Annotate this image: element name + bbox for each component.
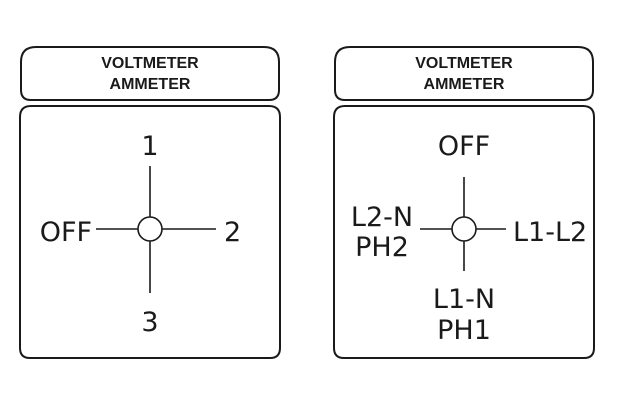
panel-2-position-left-line-2: PH2 — [355, 232, 409, 263]
panel-2-position-bottom-line-2: PH1 — [437, 315, 491, 346]
panel-1-position-left: OFF — [40, 217, 92, 248]
panel-2-position-top: OFF — [438, 131, 490, 162]
panel-1-header-plate — [20, 46, 280, 101]
panel-1-switch-knob — [137, 216, 163, 242]
panel-1-position-right: 2 — [224, 217, 241, 248]
panel-2-header-plate — [334, 46, 594, 101]
switch-panel-1: VOLTMETER AMMETER 1 OFF 2 3 — [19, 46, 281, 359]
panel-2-switch-knob — [451, 216, 477, 242]
panel-2-header-line-2: AMMETER — [424, 76, 505, 93]
panel-2-position-left-line-1: L2-N — [351, 202, 413, 233]
panel-2-position-right: L1-L2 — [513, 217, 587, 248]
panel-1-position-top: 1 — [141, 131, 158, 162]
switch-panel-2: VOLTMETER AMMETER OFF L2-N PH2 L1-L2 L1-… — [333, 46, 595, 359]
panel-1-header-line-1: VOLTMETER — [101, 55, 199, 72]
panel-1-header-line-2: AMMETER — [110, 76, 191, 93]
panel-2-header-line-1: VOLTMETER — [415, 55, 513, 72]
panel-2-position-bottom-line-1: L1-N — [433, 284, 495, 315]
panel-1-position-bottom: 3 — [141, 307, 158, 338]
